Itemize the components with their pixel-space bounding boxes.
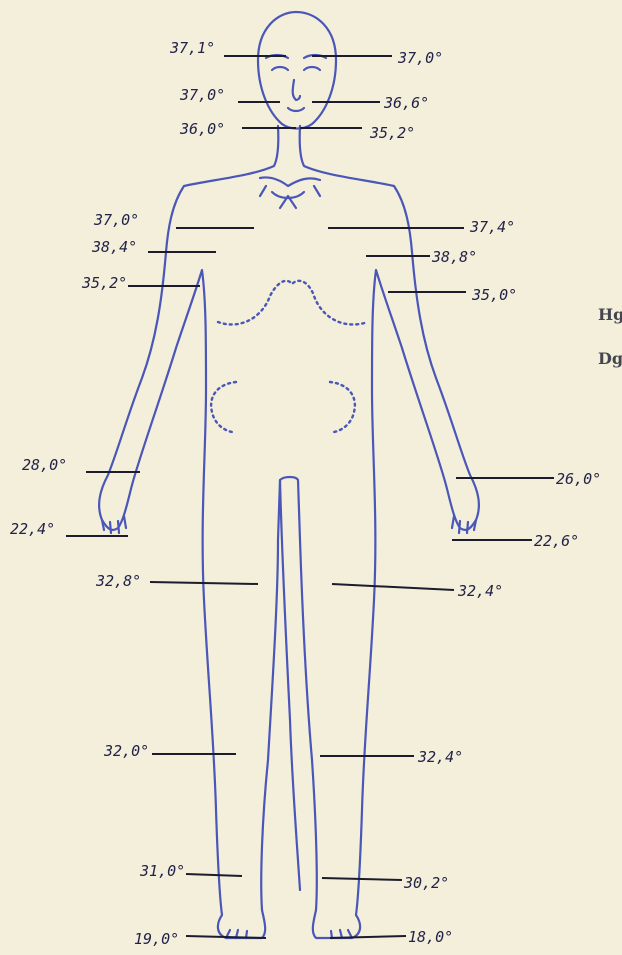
temp-thigh-right: 32,4° <box>457 582 503 600</box>
temp-toes-left: 19,0° <box>134 930 179 948</box>
temp-wrist-right: 26,0° <box>556 470 601 488</box>
temp-fingers-right: 22,6° <box>534 532 579 550</box>
temp-wrist-left: 28,0° <box>22 456 67 474</box>
kidney-left-dotted <box>211 382 236 432</box>
inner-leg-line <box>280 480 300 890</box>
temperature-labels: 37,1° 37,0° 37,0° 36,6° 36,0° 35,2° 37,0… <box>10 39 601 948</box>
temp-thigh-left: 32,8° <box>95 572 141 590</box>
temp-forehead-right: 37,0° <box>397 49 443 67</box>
ribcage-dotted <box>218 281 368 325</box>
temp-forehead-left: 37,1° <box>169 39 215 57</box>
temp-calf-left: 32,0° <box>103 742 149 760</box>
body-figure <box>99 12 479 938</box>
temp-chest-right: 37,4° <box>469 218 515 236</box>
temp-toes-right: 18,0° <box>408 928 453 946</box>
temp-calf-right: 32,4° <box>417 748 463 766</box>
temp-chin-left: 36,0° <box>179 120 225 138</box>
temp-chin-right: 35,2° <box>369 124 415 142</box>
kidney-right-dotted <box>330 382 355 432</box>
clavicle-sketch <box>260 177 320 208</box>
margin-text-dg: Dg <box>598 349 622 368</box>
temp-chest-left: 37,0° <box>93 211 139 229</box>
temp-fingers-left: 22,4° <box>10 520 55 538</box>
margin-text-hg: Hg <box>598 305 622 324</box>
temp-upper-arm-right: 35,0° <box>471 286 517 304</box>
leader-lines <box>66 56 554 938</box>
torso-outline <box>99 126 479 938</box>
temp-ankle-right: 30,2° <box>403 874 449 892</box>
temp-cheek-left: 37,0° <box>179 86 225 104</box>
temp-cheek-right: 36,6° <box>383 94 429 112</box>
temp-armpit-right: 38,8° <box>431 248 477 266</box>
temp-upper-arm-left: 35,2° <box>81 274 127 292</box>
temp-ankle-left: 31,0° <box>139 862 185 880</box>
temp-armpit-left: 38,4° <box>91 238 137 256</box>
